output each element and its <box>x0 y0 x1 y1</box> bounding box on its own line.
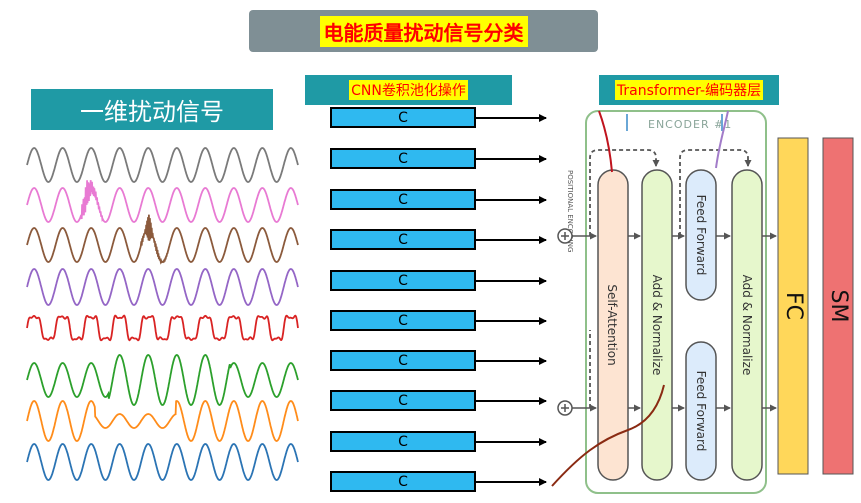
residual-connection <box>679 149 752 236</box>
conv-arrows <box>476 114 547 486</box>
conv-block: C <box>330 471 476 492</box>
token-flow-line <box>598 110 613 173</box>
cnn-label-text: CNN卷积池化操作 <box>349 80 468 100</box>
self-attention-block <box>597 169 629 481</box>
conv-block: C <box>330 431 476 452</box>
feed-forward-block <box>685 169 717 301</box>
waveform-2 <box>26 180 299 223</box>
conv-block-label: C <box>398 392 408 409</box>
token-flow-line <box>715 110 729 169</box>
waveform-group <box>26 147 299 481</box>
signal-label: 一维扰动信号 <box>31 89 273 130</box>
encoder-flow <box>572 232 777 412</box>
waveform-1 <box>26 147 299 183</box>
conv-block-label: C <box>398 473 408 490</box>
fc-label: FC <box>781 292 806 320</box>
encoder-frame <box>585 110 767 494</box>
self-attention-label: Self-Attention <box>605 284 619 365</box>
conv-block: C <box>330 148 476 169</box>
transformer-label-text: Transformer-编码器层 <box>614 80 764 100</box>
waveform-4 <box>26 268 299 306</box>
plus-icon <box>561 232 569 240</box>
encoder-tick <box>626 114 723 131</box>
add-normalize-label: Add & Normalize <box>740 275 754 376</box>
title-text: 电能质量扰动信号分类 <box>319 15 528 47</box>
encoder-label: ENCODER #1 <box>648 118 732 131</box>
conv-block-label: C <box>398 312 408 329</box>
waveform-8 <box>26 443 299 481</box>
residual-connection <box>589 149 660 236</box>
feed-forward-block <box>685 341 717 481</box>
conv-block-label: C <box>398 150 408 167</box>
waveform-3 <box>26 214 299 265</box>
waveform-6 <box>26 354 299 406</box>
conv-block-label: C <box>398 191 408 208</box>
add-normalize-block <box>731 169 763 481</box>
positional-encoding-label: POSITIONAL ENCODING <box>566 170 574 252</box>
signal-label-text: 一维扰动信号 <box>80 98 224 126</box>
transformer-label: Transformer-编码器层 <box>599 75 779 105</box>
waveform-7 <box>26 400 299 442</box>
conv-block-label: C <box>398 109 408 126</box>
conv-block: C <box>330 310 476 331</box>
cnn-label: CNN卷积池化操作 <box>305 75 512 105</box>
feed-forward-label: Feed Forward <box>694 371 708 452</box>
conv-block-label: C <box>398 272 408 289</box>
conv-block: C <box>330 189 476 210</box>
conv-block: C <box>330 229 476 250</box>
conv-block: C <box>330 107 476 128</box>
plus-icon <box>561 404 569 412</box>
conv-block: C <box>330 350 476 371</box>
add-normalize-block <box>641 169 673 481</box>
conv-block-label: C <box>398 352 408 369</box>
conv-block-label: C <box>398 433 408 450</box>
conv-block: C <box>330 390 476 411</box>
fc-block <box>777 137 809 475</box>
waveform-5 <box>26 314 299 342</box>
token-flow-line <box>551 384 665 487</box>
sm-block <box>822 137 854 475</box>
title-banner: 电能质量扰动信号分类 <box>249 10 598 52</box>
feed-forward-label: Feed Forward <box>694 195 708 276</box>
add-normalize-label: Add & Normalize <box>650 275 664 376</box>
conv-block: C <box>330 270 476 291</box>
conv-block-label: C <box>398 231 408 248</box>
sm-label: SM <box>826 290 851 323</box>
